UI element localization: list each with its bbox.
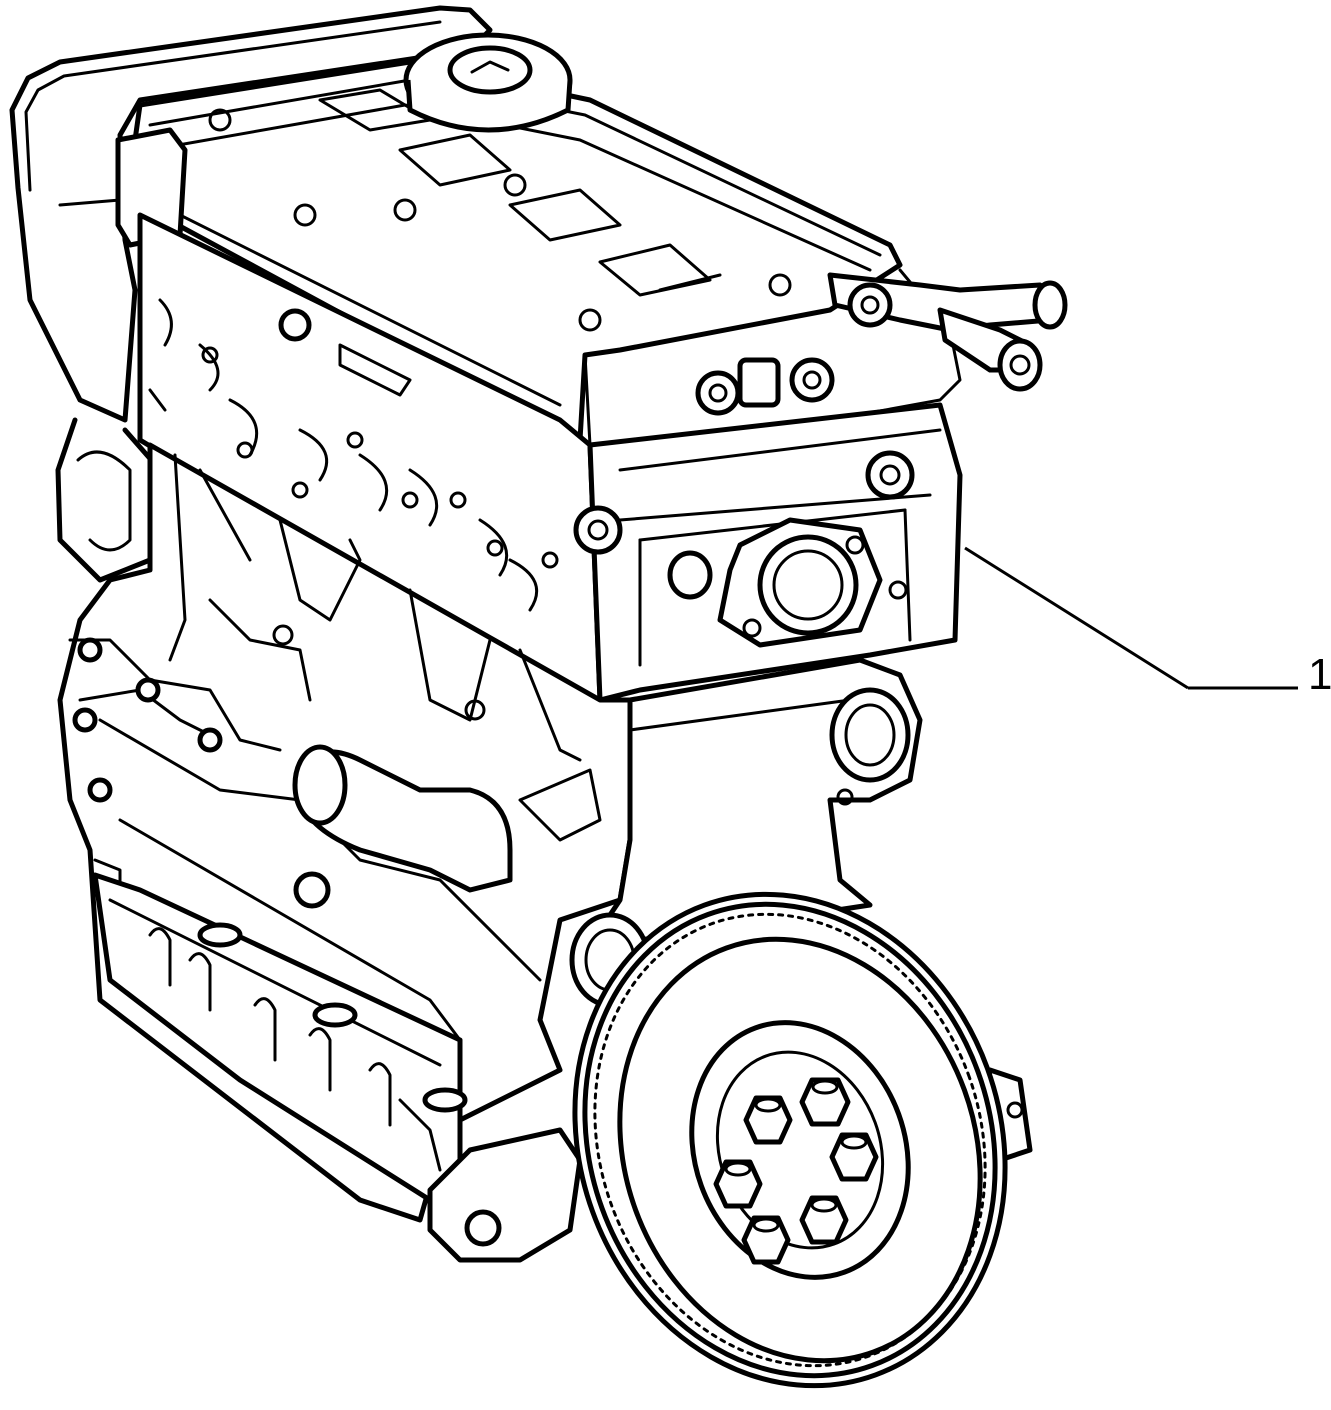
flywheel-bolt [799,1195,849,1245]
flywheel-bolt [713,1159,763,1209]
flywheel-bolt [743,1095,793,1145]
flywheel-bolts [713,1077,879,1265]
callout-number: 1 [1308,650,1331,699]
callout-1: 1 [964,546,1331,699]
coolant-hose-fittings [695,272,1068,416]
flywheel-bolt [799,1077,851,1127]
oil-filler-cap [403,32,573,133]
flywheel-bolt [829,1132,879,1182]
flywheel-bolt [741,1215,791,1265]
flywheel [572,891,1008,1389]
callout-leader-line [964,546,1189,690]
cylinder-head [137,212,963,708]
